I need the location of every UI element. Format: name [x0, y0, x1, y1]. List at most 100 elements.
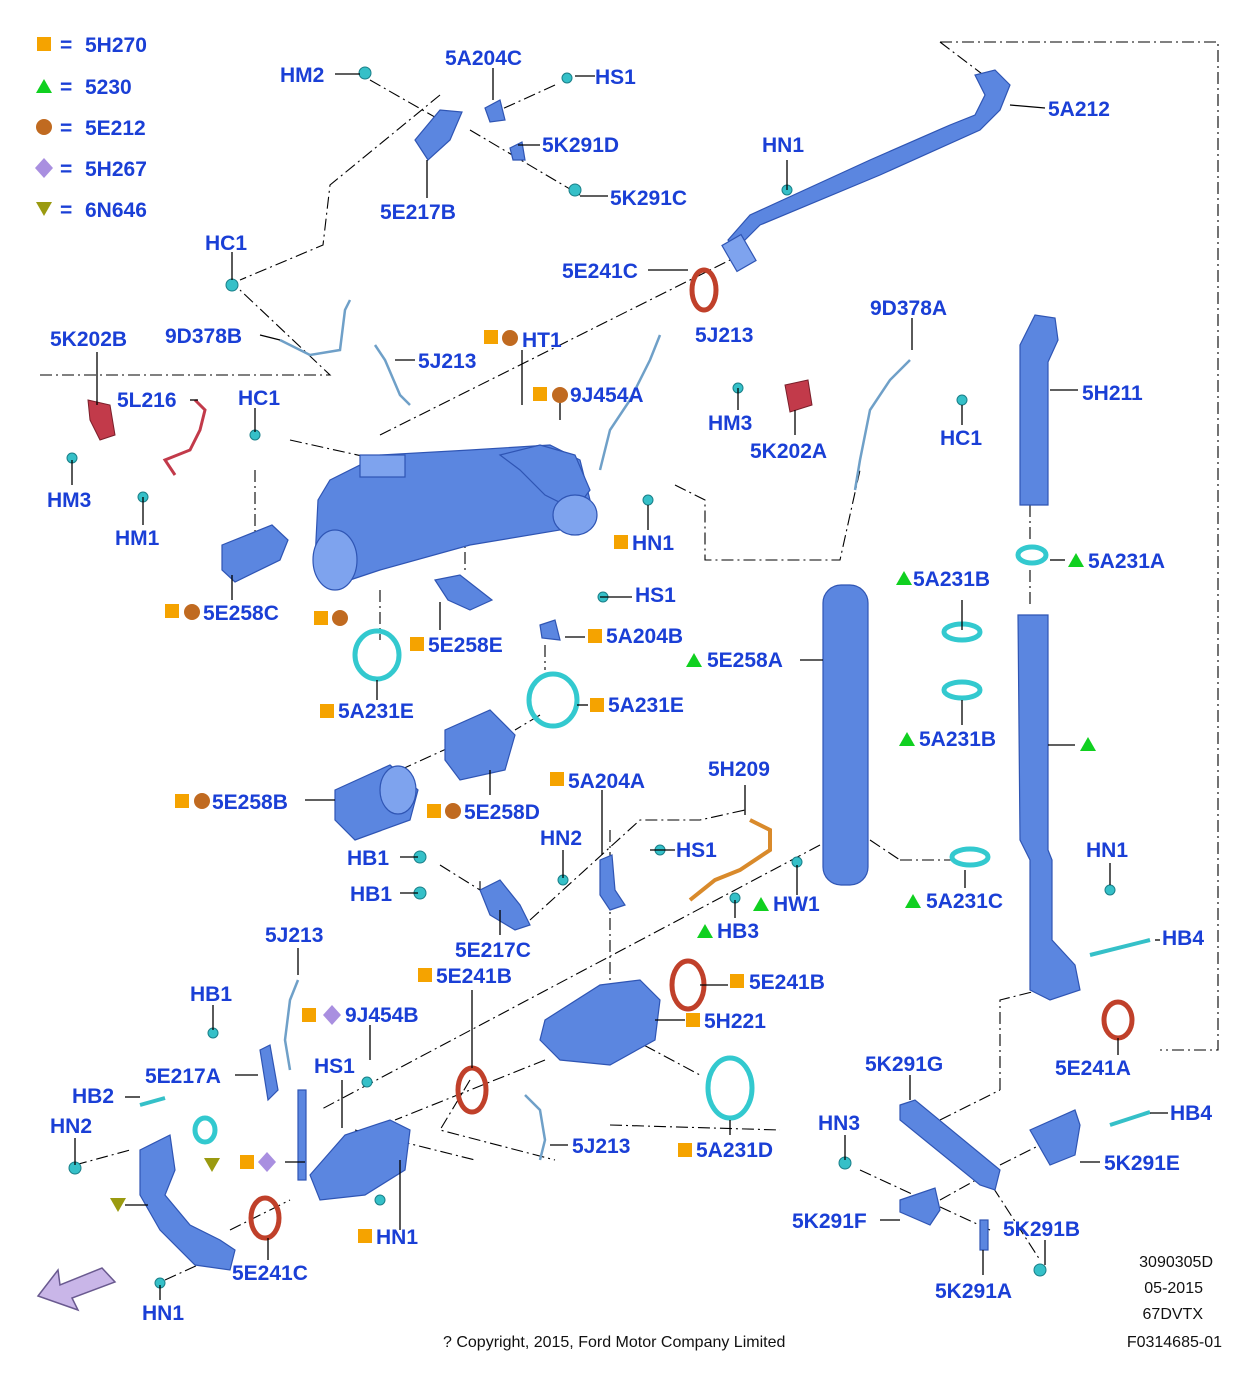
wire-9d378b	[279, 299, 352, 357]
label-5k291c: 5K291C	[610, 187, 687, 210]
square-icon	[410, 637, 424, 651]
label-hm2: HM2	[280, 64, 324, 87]
legend: = 5H270 = 5230 = 5E212 = 5H267 = 6N646	[35, 34, 147, 222]
square-icon	[730, 974, 744, 988]
label-hc1: HC1	[238, 387, 280, 410]
wire-5j213-c	[283, 979, 300, 1071]
label-5k202a: 5K202A	[750, 440, 827, 463]
square-icon	[614, 535, 628, 549]
diamond-icon	[258, 1152, 276, 1172]
label-5j213: 5J213	[695, 324, 753, 347]
legend-triangle-up-icon	[36, 79, 52, 93]
label-ht1: HT1	[522, 329, 562, 352]
svg-text:=: =	[60, 158, 72, 181]
label-5a231d: 5A231D	[696, 1139, 773, 1162]
square-icon	[240, 1155, 254, 1169]
label-hm3: HM3	[47, 489, 91, 512]
ref-code-2: 05-2015	[1144, 1280, 1203, 1297]
circle-icon	[445, 803, 461, 819]
label-5k291b: 5K291B	[1003, 1218, 1080, 1241]
label-5j213: 5J213	[265, 924, 323, 947]
label-hb1: HB1	[347, 847, 389, 870]
legend-code: 6N646	[85, 199, 147, 222]
bracket-5a204b	[539, 619, 561, 641]
bracket-5k291g	[899, 1099, 1001, 1191]
label-5a231b: 5A231B	[913, 568, 990, 591]
heat-shield-5e258c	[221, 524, 289, 583]
clamp-5a231d	[705, 1055, 755, 1121]
square-icon	[686, 1013, 700, 1027]
bolt-hb4-top	[1089, 938, 1151, 957]
bolt-hb4-bottom	[1109, 1110, 1151, 1127]
legend-code: 5H267	[85, 158, 147, 181]
sensor-5h209	[688, 818, 772, 902]
bracket-5e217b	[414, 109, 463, 161]
sensor-5k202b	[87, 399, 116, 441]
legend-triangle-down-icon	[36, 202, 52, 216]
square-icon	[320, 704, 334, 718]
label-5h211: 5H211	[1082, 382, 1143, 405]
label-hn1: HN1	[376, 1226, 418, 1249]
fastener-hm2	[358, 66, 372, 80]
label-hs1: HS1	[595, 66, 636, 89]
label-5l216: 5L216	[117, 389, 177, 412]
wire-5j213-d	[524, 1094, 547, 1161]
fastener-5k291b	[1033, 1263, 1047, 1277]
square-icon	[314, 611, 328, 625]
square-icon	[678, 1143, 692, 1157]
clamp-5a231e-right	[526, 671, 580, 729]
label-9d378a: 9D378A	[870, 297, 947, 320]
label-hc1: HC1	[205, 232, 247, 255]
label-hb3: HB3	[717, 920, 759, 943]
bracket-5e217c	[479, 879, 531, 931]
label-5k291d: 5K291D	[542, 134, 619, 157]
label-5a231c: 5A231C	[926, 890, 1003, 913]
square-icon	[427, 804, 441, 818]
label-hn1: HN1	[632, 532, 674, 555]
square-icon	[418, 968, 432, 982]
circle-icon	[552, 387, 568, 403]
bolt-hb2	[139, 1096, 166, 1107]
square-icon	[165, 604, 179, 618]
gasket-5e241b-right	[669, 958, 707, 1012]
diamond-icon	[323, 1005, 341, 1025]
fastener-hn1-right	[1104, 884, 1116, 896]
legend-code: 5H270	[85, 34, 147, 57]
label-5e258d: 5E258D	[464, 801, 540, 824]
label-5a231b: 5A231B	[919, 728, 996, 751]
footer: ? Copyright, 2015, Ford Motor Company Li…	[443, 1254, 1222, 1351]
bracket-5k291d	[509, 141, 526, 161]
label-5e241b: 5E241B	[749, 971, 825, 994]
fastener-hs1-bottom	[361, 1076, 373, 1088]
label-5e217b: 5E217B	[380, 201, 456, 224]
triangle-up-icon	[686, 653, 702, 667]
legend-diamond-icon	[35, 158, 53, 178]
label-hb1: HB1	[190, 983, 232, 1006]
label-5e258c: 5E258C	[203, 602, 279, 625]
triangle-up-icon	[905, 894, 921, 908]
fastener-hn1-bottom	[374, 1194, 386, 1206]
label-hs1: HS1	[676, 839, 717, 862]
triangle-up-icon	[1080, 737, 1096, 751]
label-5e217c: 5E217C	[455, 939, 531, 962]
wire-5j213-a	[373, 344, 411, 406]
label-5k291e: 5K291E	[1104, 1152, 1180, 1175]
label-5a231a: 5A231A	[1088, 550, 1165, 573]
bracket-5a204c	[484, 99, 506, 123]
label-9j454b: 9J454B	[345, 1004, 419, 1027]
label-5a212: 5A212	[1048, 98, 1110, 121]
label-5k202b: 5K202B	[50, 328, 127, 351]
label-hc1: HC1	[940, 427, 982, 450]
label-hm3: HM3	[708, 412, 752, 435]
catalytic-converter-5h221	[539, 979, 661, 1066]
label-hb2: HB2	[72, 1085, 114, 1108]
clamp-5a231c	[949, 846, 991, 868]
fastener-hc1-right	[956, 394, 968, 406]
perforated-pipe-5e258a	[822, 584, 869, 886]
triangle-up-icon	[697, 924, 713, 938]
gasket-5e241c-top	[689, 267, 719, 313]
circle-icon	[332, 610, 348, 626]
bracket-vertical	[297, 1089, 307, 1181]
label-hn2: HN2	[50, 1115, 92, 1138]
